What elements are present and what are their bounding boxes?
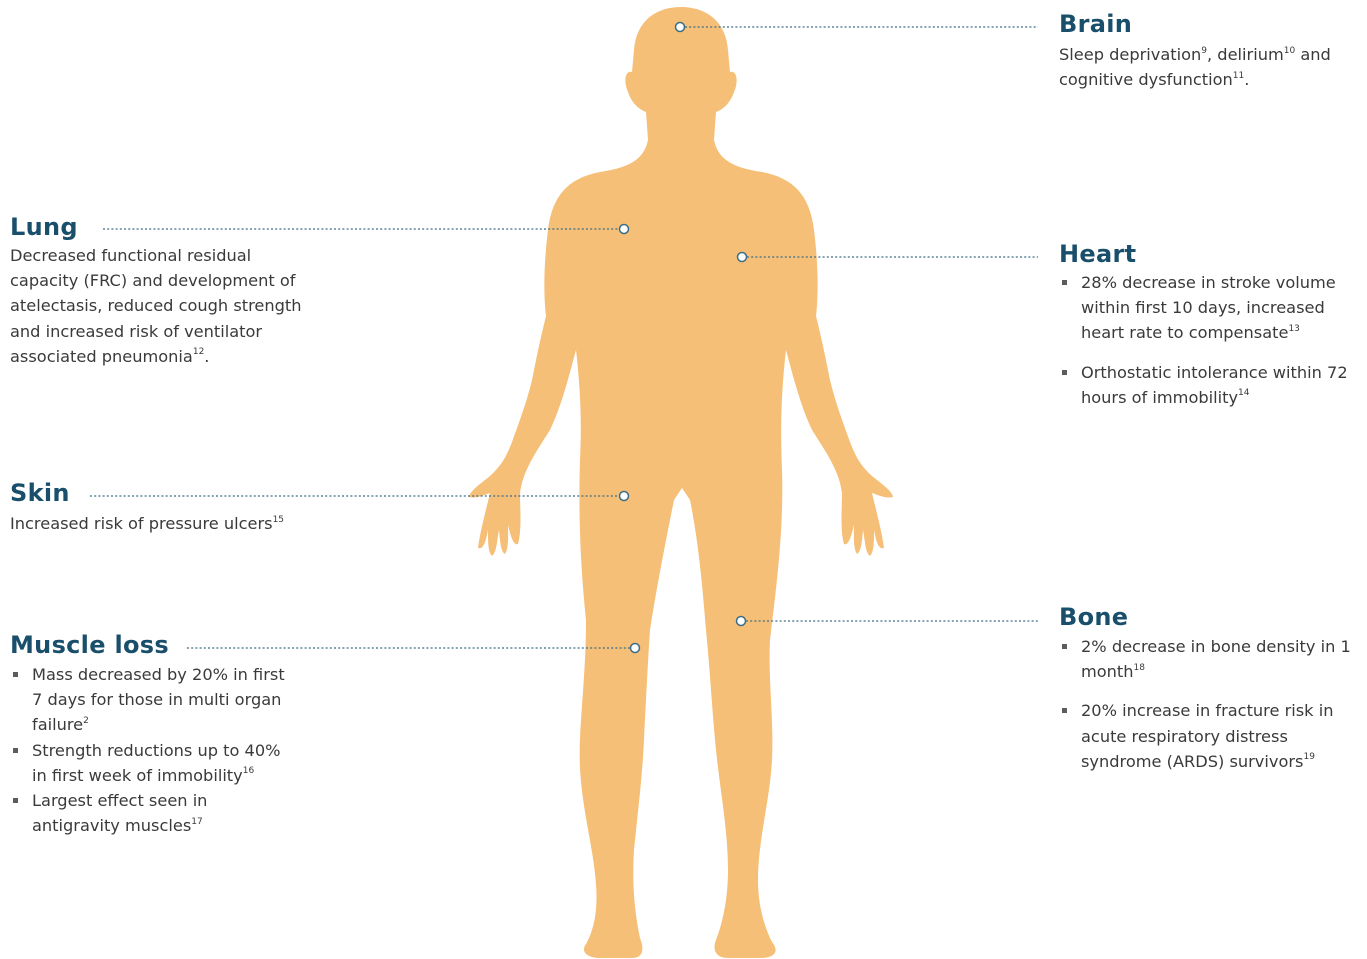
skin-marker [620,492,629,501]
list-item: Orthostatic intolerance within 72 hours … [1059,360,1359,410]
text-segment: 2% decrease in bone density in 1 month [1081,637,1351,681]
footnote-ref: 15 [273,515,284,525]
muscle-marker [631,644,640,653]
list-item: Largest effect seen in antigravity muscl… [10,788,300,838]
brain-heading: Brain [1059,10,1132,38]
footnote-ref: 12 [193,347,204,357]
human-body-silhouette [469,7,893,958]
skin-text: Increased risk of pressure ulcers15 [10,511,310,536]
footnote-ref: 14 [1238,388,1249,398]
bone-marker [737,617,746,626]
list-item: 2% decrease in bone density in 1 month18 [1059,634,1359,684]
brain-text: Sleep deprivation9, delirium10 and cogni… [1059,42,1354,92]
bone-list: 2% decrease in bone density in 1 month18… [1059,634,1359,774]
skin-heading: Skin [10,479,70,507]
text-segment: Increased risk of pressure ulcers [10,514,273,533]
lung-text: Decreased functional residual capacity (… [10,243,302,369]
heart-list: 28% decrease in stroke volume within fir… [1059,270,1359,410]
brain-marker [676,23,685,32]
footnote-ref: 19 [1303,752,1314,762]
text-segment: Orthostatic intolerance within 72 hours … [1081,363,1348,407]
text-segment: Strength reductions up to 40% in first w… [32,741,281,785]
footnote-ref: 18 [1134,663,1145,673]
text-segment: Mass decreased by 20% in first 7 days fo… [32,665,285,734]
footnote-ref: 17 [191,817,202,827]
lung-marker [620,225,629,234]
text-segment: Largest effect seen in antigravity muscl… [32,791,207,835]
heart-marker [738,253,747,262]
muscle-loss-list: Mass decreased by 20% in first 7 days fo… [10,662,300,838]
list-item: 20% increase in fracture risk in acute r… [1059,698,1359,774]
bone-heading: Bone [1059,603,1128,631]
text-segment: , delirium [1207,45,1284,64]
text-segment: . [1244,70,1249,89]
list-item: Mass decreased by 20% in first 7 days fo… [10,662,300,738]
lung-heading: Lung [10,213,78,241]
list-item: Strength reductions up to 40% in first w… [10,738,300,788]
footnote-ref: 9 [1201,46,1207,56]
text-segment: . [204,347,209,366]
footnote-ref: 16 [243,766,254,776]
footnote-ref: 11 [1233,71,1244,81]
list-item: 28% decrease in stroke volume within fir… [1059,270,1359,346]
muscle-loss-heading: Muscle loss [10,631,169,659]
text-segment: 20% increase in fracture risk in acute r… [1081,701,1333,770]
text-segment: Sleep deprivation [1059,45,1201,64]
footnote-ref: 2 [83,716,89,726]
footnote-ref: 10 [1284,46,1295,56]
heart-heading: Heart [1059,240,1136,268]
text-segment: Decreased functional residual capacity (… [10,246,302,366]
footnote-ref: 13 [1288,324,1299,334]
